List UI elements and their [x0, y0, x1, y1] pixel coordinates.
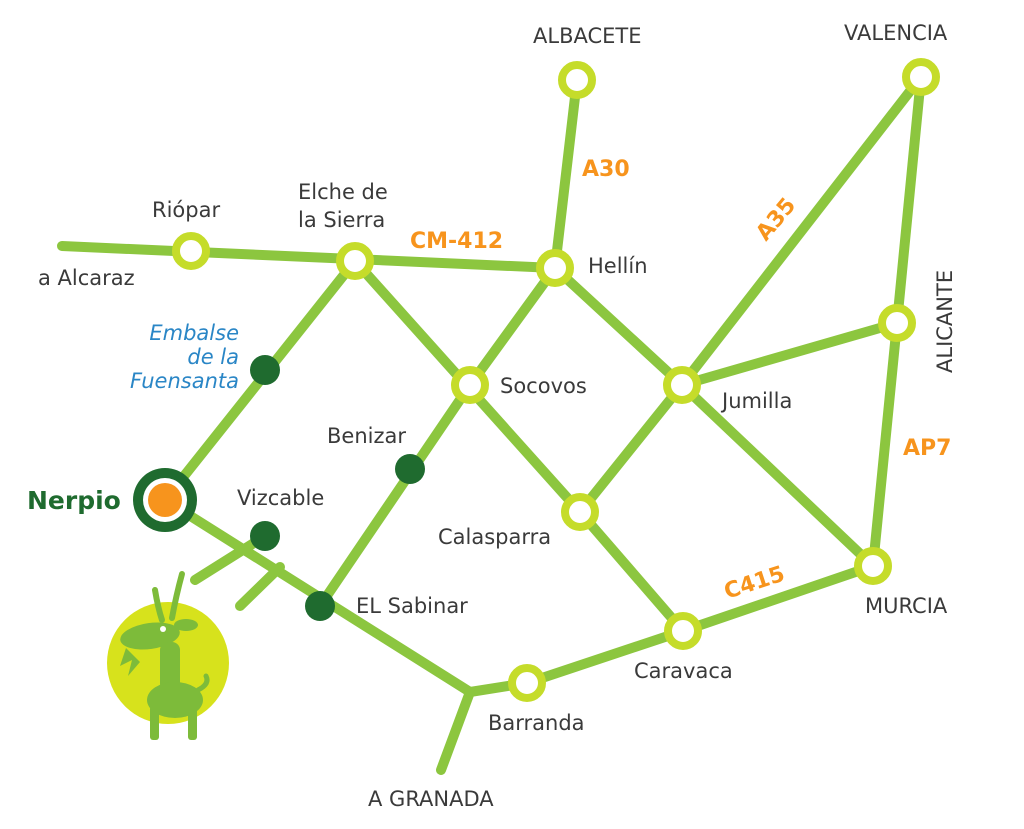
road-c415: [678, 561, 878, 636]
road-label-ap7: AP7: [903, 436, 951, 461]
node-vizcable: [250, 521, 280, 551]
label-albacete: ALBACETE: [533, 24, 642, 48]
node-valencia: [902, 58, 940, 96]
label-embalse-line3: Fuensanta: [130, 369, 239, 393]
road-calasparra-caravaca: [575, 507, 688, 636]
node-jumilla: [663, 366, 701, 404]
node-embalse: [250, 355, 280, 385]
label-alicante: ALICANTE: [933, 270, 957, 373]
label-embalse-line1: Embalse: [149, 321, 239, 345]
label-calasparra: Calasparra: [438, 525, 551, 549]
road-alcaraz-hellin: [57, 241, 560, 273]
node-calasparra: [561, 493, 599, 531]
road-ap7: [868, 318, 902, 571]
road-a30: [550, 75, 582, 273]
label-nerpio: Nerpio: [27, 486, 121, 515]
label-sabinar: EL Sabinar: [356, 594, 468, 618]
label-benizar: Benizar: [327, 424, 406, 448]
label-caravaca: Caravaca: [634, 659, 733, 683]
label-embalse-line2: de la: [187, 345, 239, 369]
label-riopar: Riópar: [152, 198, 220, 222]
road-caravaca-barranda: [522, 626, 688, 688]
node-murcia: [854, 547, 892, 585]
label-elche-line1: Elche de: [298, 180, 388, 204]
node-nerpio: [133, 468, 197, 532]
node-riopar: [172, 232, 210, 270]
label-murcia: MURCIA: [865, 594, 948, 618]
village-nodes: [250, 355, 425, 621]
label-granada: A GRANADA: [368, 787, 494, 811]
goat-icon: [107, 571, 229, 740]
node-socovos: [451, 366, 489, 404]
road-hellin-jumilla: [550, 263, 687, 390]
label-alcaraz: a Alcaraz: [38, 266, 135, 290]
town-nodes: [172, 58, 940, 702]
label-barranda: Barranda: [488, 711, 585, 735]
label-hellin: Hellín: [588, 254, 648, 278]
node-benizar: [395, 454, 425, 484]
label-vizcable: Vizcable: [237, 486, 324, 510]
road-granada: [436, 687, 475, 775]
road-hellin-socovos-calasparra: [465, 263, 560, 390]
road-label-a30: A30: [582, 157, 630, 182]
node-hellin: [536, 249, 574, 287]
road-jumilla-alicante: [677, 318, 902, 390]
road-short-spur: [235, 562, 285, 611]
label-jumilla: Jumilla: [720, 389, 792, 413]
road-jumilla-murcia: [677, 380, 878, 571]
label-valencia: VALENCIA: [844, 21, 948, 45]
road-a35: [677, 72, 926, 390]
road-jumilla-calasparra: [575, 380, 687, 517]
node-barranda: [508, 664, 546, 702]
road-socovos-sabinar: [315, 380, 475, 611]
node-albacete: [558, 61, 596, 99]
road-valencia-alicante: [892, 72, 926, 328]
node-elche: [336, 242, 374, 280]
road-label-cm412: CM-412: [410, 229, 503, 254]
label-socovos: Socovos: [500, 374, 587, 398]
node-alicante: [878, 304, 916, 342]
node-caravaca: [664, 612, 702, 650]
label-elche-line2: la Sierra: [298, 208, 385, 232]
node-sabinar: [305, 591, 335, 621]
